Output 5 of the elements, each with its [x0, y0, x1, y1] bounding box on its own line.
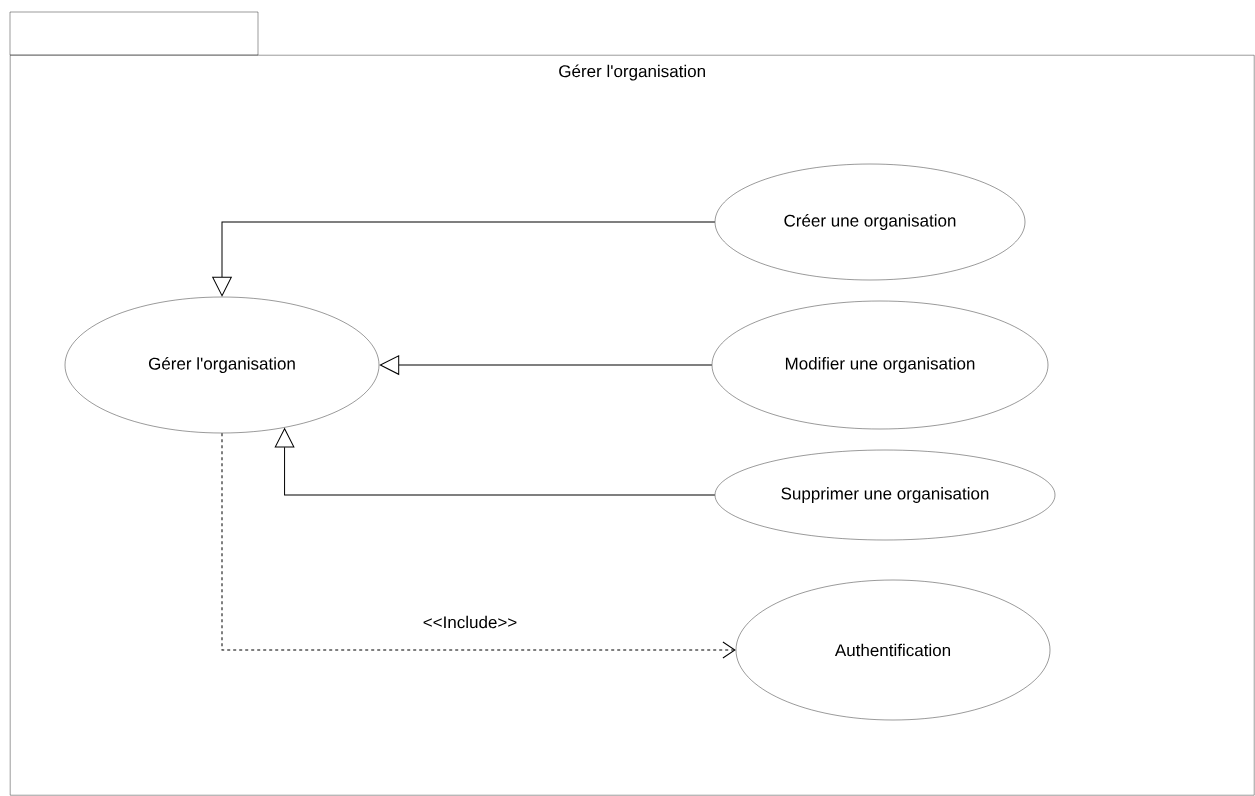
include-arrow [221, 432, 736, 659]
generalization-arrow [379, 355, 713, 375]
generalization-arrow [274, 428, 716, 496]
edge-label: <<Include>> [421, 614, 519, 630]
generalization-arrow [212, 221, 716, 297]
